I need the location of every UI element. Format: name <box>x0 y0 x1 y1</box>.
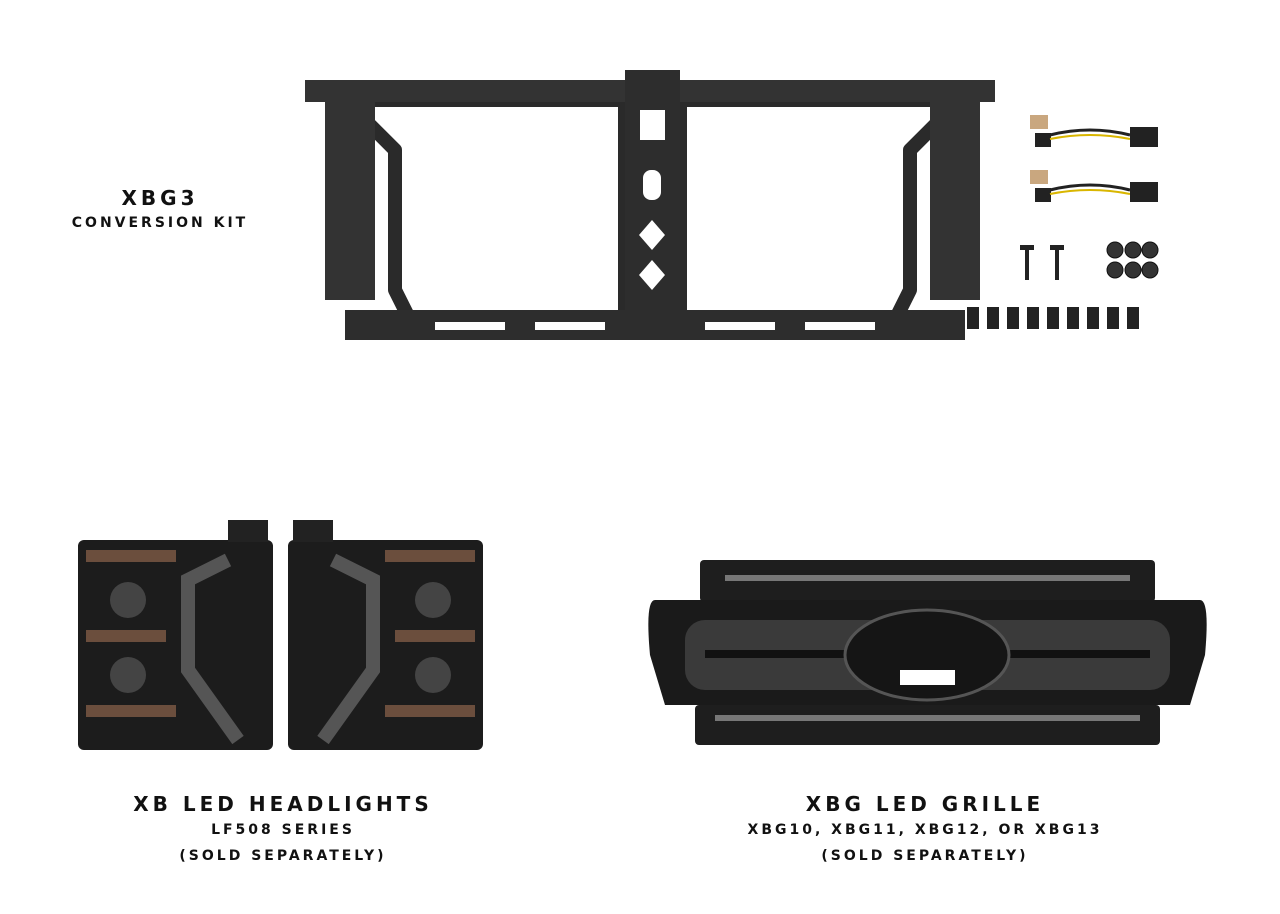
hardware-kit-image <box>1020 115 1159 280</box>
radiator-support-frame-image <box>305 70 995 340</box>
wiring-harness-icon <box>1030 115 1158 147</box>
headlight-right-image <box>288 520 483 750</box>
clips-image <box>967 307 1139 329</box>
kit-title: XBG3 <box>121 186 199 210</box>
headlights-title: XB LED HEADLIGHTS <box>133 792 433 816</box>
headlights-series: LF508 SERIES <box>211 822 355 838</box>
wiring-harness-icon <box>1030 170 1158 202</box>
headlights-note: (SOLD SEPARATELY) <box>179 848 387 864</box>
headlight-left-image <box>78 520 273 750</box>
led-grille-image <box>648 560 1207 745</box>
kit-subtitle: CONVERSION KIT <box>71 215 249 231</box>
grille-title: XBG LED GRILLE <box>805 792 1045 816</box>
grille-note: (SOLD SEPARATELY) <box>821 848 1029 864</box>
grille-models: XBG10, XBG11, XBG12, OR XBG13 <box>747 822 1103 838</box>
